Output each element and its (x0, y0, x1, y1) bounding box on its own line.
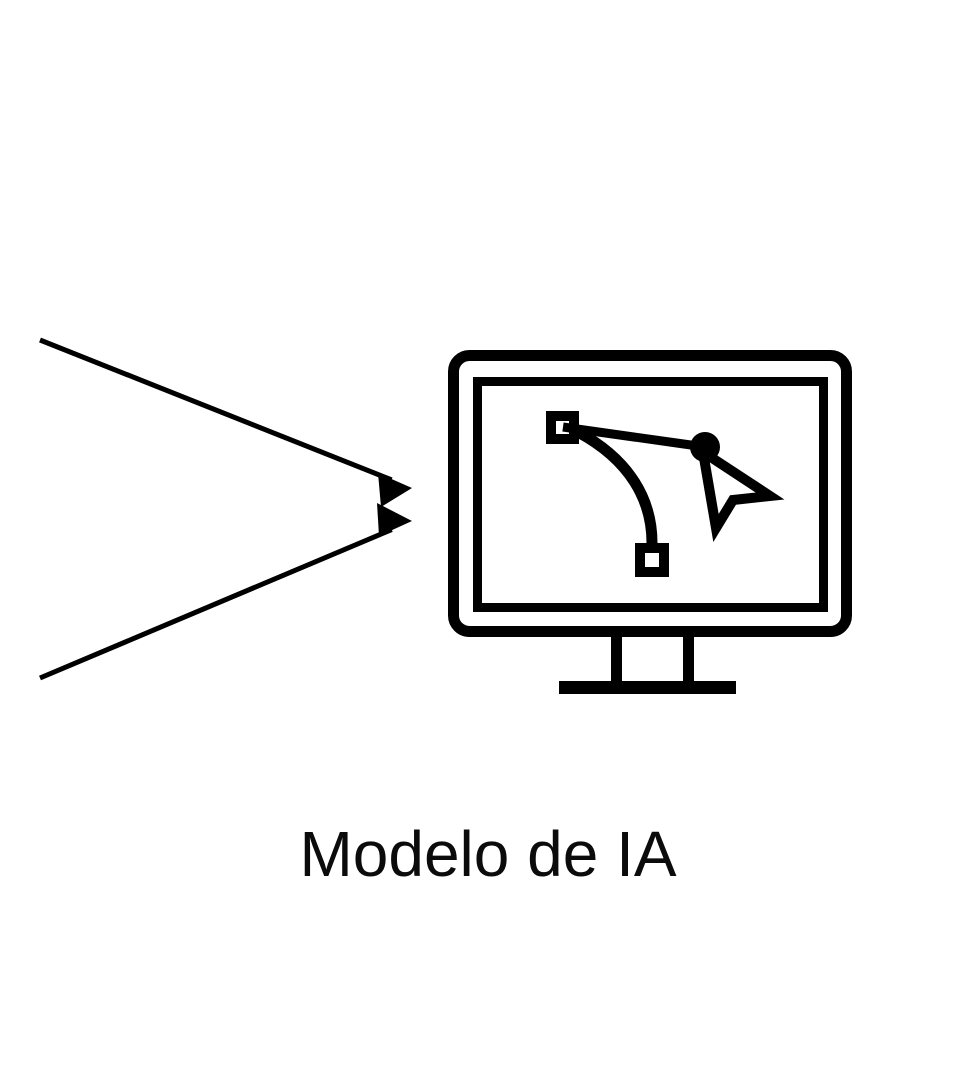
ai-model-monitor-group (448, 350, 852, 694)
monitor-screen-frame (473, 377, 828, 612)
incoming-arrow-top-group (39, 337, 412, 507)
mouse-cursor-icon (696, 441, 785, 543)
incoming-arrow-bottom-group (39, 503, 412, 681)
incoming-arrow-bottom-head (377, 503, 412, 536)
bezier-pen-tool-glyph (546, 411, 785, 577)
pen-handle-square-bottom (635, 543, 669, 577)
pen-handle-line (562, 422, 706, 452)
incoming-arrow-bottom-line (39, 527, 393, 681)
monitor-stand-neck-right (683, 637, 694, 683)
incoming-arrow-top-line (39, 337, 393, 483)
incoming-arrow-top-head (378, 473, 412, 507)
pen-bezier-curve (575, 427, 658, 544)
pen-handle-square-top (546, 411, 579, 444)
monitor-stand-neck-left (611, 637, 622, 683)
monitor-stand-base (559, 681, 736, 694)
monitor-outer-bezel (448, 350, 852, 637)
